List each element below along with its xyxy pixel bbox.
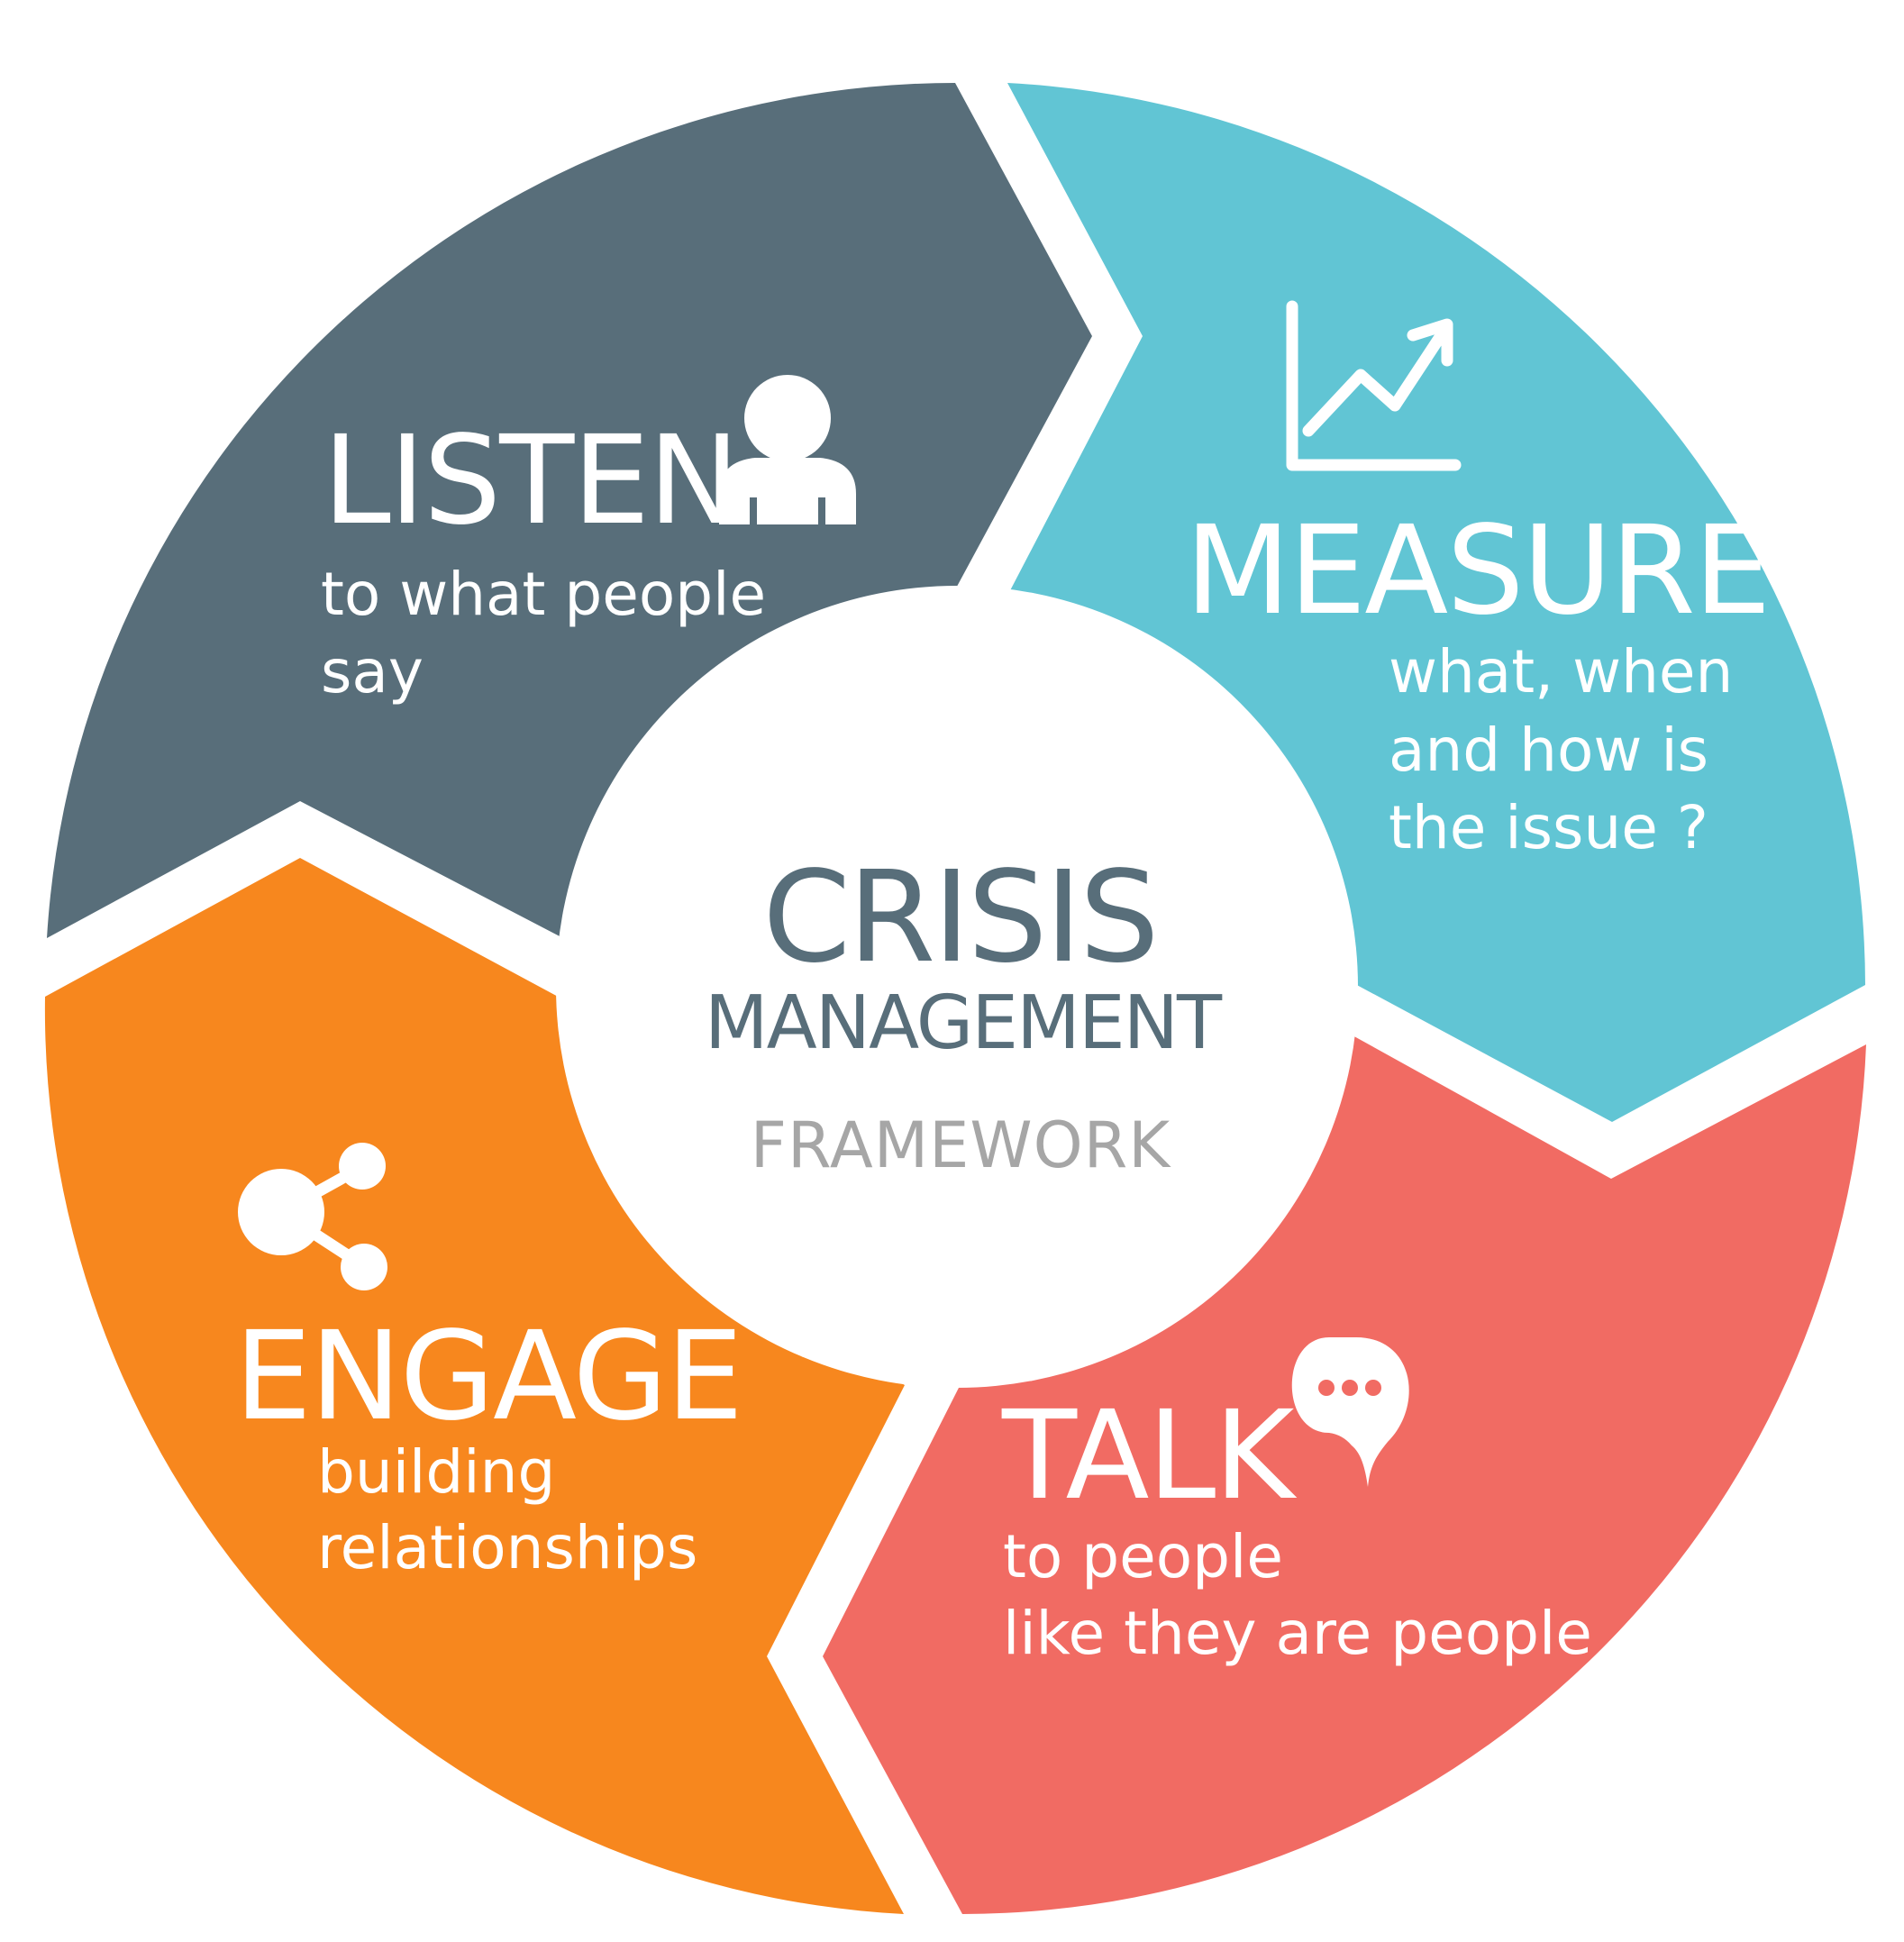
engage-title: ENGAGE <box>234 1306 742 1448</box>
talk-subtitle-line1: to people <box>1003 1522 1283 1591</box>
listen-subtitle-line2: say <box>321 637 424 707</box>
listen-title: LISTEN <box>323 410 738 552</box>
center-subtitle: MANAGEMENT <box>705 980 1223 1066</box>
person-icon <box>719 375 856 524</box>
talk-subtitle-line2: like they are people <box>1003 1599 1592 1668</box>
engage-subtitle-line2: relationships <box>317 1513 697 1582</box>
measure-title: MEASURE <box>1185 500 1770 643</box>
chart-arrow-icon <box>1286 300 1462 471</box>
listen-segment <box>47 83 1092 938</box>
engage-subtitle-line1: building <box>317 1437 555 1507</box>
share-icon <box>238 1143 387 1290</box>
measure-subtitle-line3: the issue ? <box>1389 793 1708 862</box>
talk-title: TALK <box>1001 1385 1298 1527</box>
talk-segment <box>823 1035 1866 1914</box>
measure-subtitle-line1: what, when <box>1389 637 1733 707</box>
center-framework: FRAMEWORK <box>751 1108 1172 1182</box>
measure-subtitle-line2: and how is <box>1389 716 1708 785</box>
speech-bubble-icon <box>1291 1337 1409 1487</box>
center-circle <box>556 586 1358 1388</box>
measure-segment <box>1007 83 1865 1122</box>
listen-subtitle-line1: to what people <box>321 560 766 629</box>
center-title: CRISIS <box>762 844 1156 991</box>
engage-segment <box>44 858 906 1914</box>
